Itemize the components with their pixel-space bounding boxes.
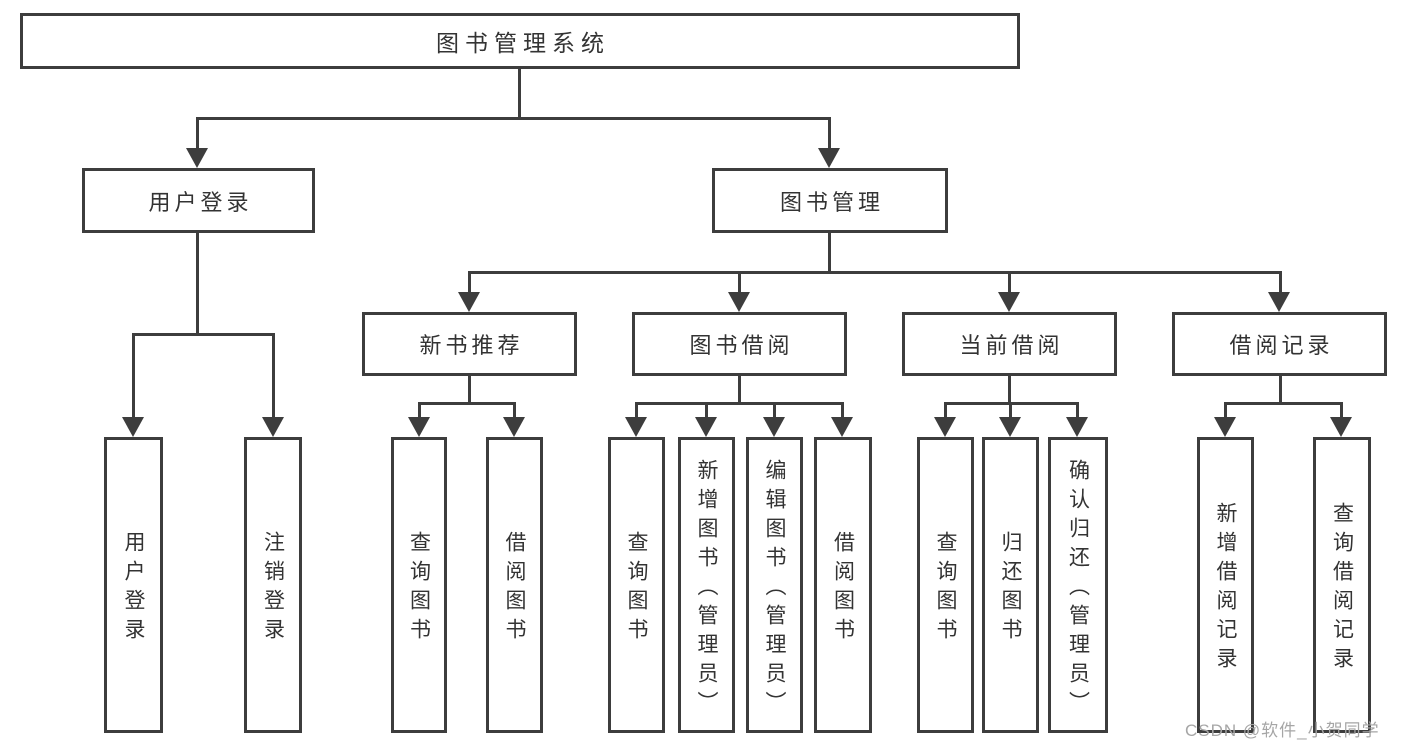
leaf-query-books-recommend: 查询图书 xyxy=(391,437,447,733)
node-label: 用户登录 xyxy=(148,189,253,215)
leaf-return-books: 归还图书 xyxy=(982,437,1039,733)
arrow-down-icon xyxy=(1268,292,1290,312)
arrow-down-icon xyxy=(728,292,750,312)
connector-borrowing-records-stem xyxy=(1279,376,1282,404)
leaf-add-borrow-record: 新增借阅记录 xyxy=(1197,437,1254,733)
leaf-borrow-books-recommend: 借阅图书 xyxy=(486,437,543,733)
connector-user-login-branch xyxy=(132,333,275,336)
node-label: 图书借阅 xyxy=(689,333,794,358)
node-label: 查询图书 xyxy=(934,531,957,647)
node-borrowing-records: 借阅记录 xyxy=(1172,312,1387,376)
node-label: 注销登录 xyxy=(261,531,285,647)
node-label: 借阅图书 xyxy=(503,531,526,647)
connector-borrowing-records-branch xyxy=(1224,402,1343,405)
arrow-down-icon xyxy=(1214,417,1236,437)
node-label: 图书管理系统 xyxy=(436,30,610,56)
leaf-edit-books-admin: 编辑图书（管理员） xyxy=(746,437,803,733)
arrow-down-icon xyxy=(998,292,1020,312)
connector-stem-leaf-logout xyxy=(272,333,275,418)
node-label: 借阅记录 xyxy=(1229,333,1334,358)
connector-new-book-stem xyxy=(468,376,471,404)
node-label: 借阅图书 xyxy=(831,531,855,647)
arrow-down-icon xyxy=(503,417,525,437)
node-label: 新书推荐 xyxy=(419,333,524,358)
connector-stem-book-management xyxy=(828,117,831,150)
connector-stem-current-borrowing xyxy=(1008,271,1011,295)
leaf-query-books-current: 查询图书 xyxy=(917,437,974,733)
node-root-library-management-system: 图书管理系统 xyxy=(20,13,1020,69)
connector-stem-leaf xyxy=(773,402,776,418)
connector-root-stem xyxy=(518,69,521,117)
node-book-management: 图书管理 xyxy=(712,168,948,233)
connector-stem-book-borrowing xyxy=(738,271,741,295)
node-book-borrowing: 图书借阅 xyxy=(632,312,847,376)
arrow-down-icon xyxy=(408,417,430,437)
connector-book-management-stem xyxy=(828,233,831,273)
leaf-confirm-return-admin: 确认归还（管理员） xyxy=(1048,437,1108,733)
arrow-down-icon xyxy=(999,417,1021,437)
arrow-down-icon xyxy=(186,148,208,168)
connector-stem-leaf-user-login xyxy=(132,333,135,418)
connector-book-management-branch xyxy=(468,271,1282,274)
leaf-query-books-borrowing: 查询图书 xyxy=(608,437,665,733)
arrow-down-icon xyxy=(934,417,956,437)
node-label: 新增图书（管理员） xyxy=(695,458,718,720)
connector-stem-leaf xyxy=(705,402,708,418)
node-label: 当前借阅 xyxy=(959,333,1064,358)
arrow-down-icon xyxy=(831,417,853,437)
connector-stem-leaf xyxy=(944,402,947,418)
leaf-query-borrow-record: 查询借阅记录 xyxy=(1313,437,1371,733)
node-label: 确认归还（管理员） xyxy=(1066,458,1090,720)
arrow-down-icon xyxy=(122,417,144,437)
node-current-borrowing: 当前借阅 xyxy=(902,312,1117,376)
node-label: 查询图书 xyxy=(625,531,648,647)
connector-stem-leaf xyxy=(841,402,844,418)
node-label: 归还图书 xyxy=(999,531,1022,647)
connector-stem-new-book xyxy=(468,271,471,295)
connector-stem-leaf xyxy=(1340,402,1343,418)
connector-stem-leaf xyxy=(635,402,638,418)
connector-stem-leaf xyxy=(1076,402,1079,418)
leaf-user-login: 用户登录 xyxy=(104,437,163,733)
leaf-logout: 注销登录 xyxy=(244,437,302,733)
csdn-watermark: CSDN @软件_小贺同学 xyxy=(1185,721,1380,740)
connector-stem-leaf xyxy=(513,402,516,418)
arrow-down-icon xyxy=(625,417,647,437)
leaf-borrow-books-borrowing: 借阅图书 xyxy=(814,437,872,733)
arrow-down-icon xyxy=(1330,417,1352,437)
node-label: 查询借阅记录 xyxy=(1330,502,1354,676)
node-label: 编辑图书（管理员） xyxy=(763,458,786,720)
node-label: 新增借阅记录 xyxy=(1214,502,1237,676)
arrow-down-icon xyxy=(262,417,284,437)
leaf-add-books-admin: 新增图书（管理员） xyxy=(678,437,735,733)
arrow-down-icon xyxy=(1066,417,1088,437)
connector-user-login-stem xyxy=(196,233,199,335)
node-new-book-recommendation: 新书推荐 xyxy=(362,312,577,376)
connector-book-borrowing-branch xyxy=(635,402,844,405)
connector-stem-leaf xyxy=(1224,402,1227,418)
arrow-down-icon xyxy=(763,417,785,437)
node-label: 图书管理 xyxy=(779,189,884,215)
connector-root-branch xyxy=(197,117,831,120)
arrow-down-icon xyxy=(818,148,840,168)
connector-stem-user-login xyxy=(196,117,199,150)
node-label: 查询图书 xyxy=(407,531,431,647)
arrow-down-icon xyxy=(695,417,717,437)
connector-book-borrowing-stem xyxy=(738,376,741,404)
node-user-login: 用户登录 xyxy=(82,168,315,233)
node-label: 用户登录 xyxy=(122,531,145,647)
connector-stem-leaf xyxy=(1009,402,1012,418)
connector-current-borrowing-stem xyxy=(1008,376,1011,404)
arrow-down-icon xyxy=(458,292,480,312)
connector-stem-borrowing-records xyxy=(1279,271,1282,295)
connector-new-book-branch xyxy=(418,402,516,405)
connector-stem-leaf xyxy=(418,402,421,418)
